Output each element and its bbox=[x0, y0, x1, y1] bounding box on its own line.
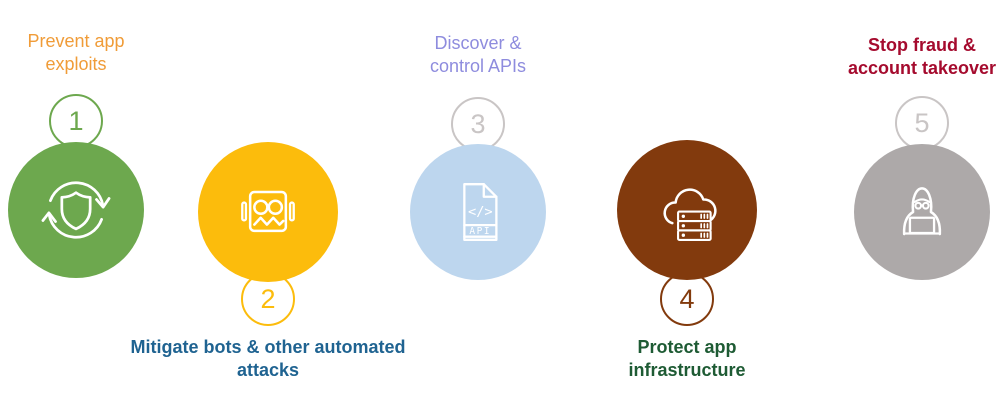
step-4-number: 4 bbox=[679, 283, 695, 314]
code-glyph-text: </> bbox=[468, 204, 493, 220]
step-1-circle bbox=[8, 142, 144, 278]
step-1-number: 1 bbox=[68, 105, 84, 136]
step-5-number: 5 bbox=[914, 107, 930, 138]
step-1-label: Prevent app exploits bbox=[27, 31, 125, 75]
step-3-circle: </> API bbox=[410, 144, 546, 280]
step-4-circle bbox=[617, 140, 757, 280]
api-file-icon: </> API bbox=[463, 183, 498, 241]
step-2-number: 2 bbox=[260, 283, 276, 314]
step-3-number: 3 bbox=[470, 108, 486, 139]
step-5-label: Stop fraud & account takeover bbox=[847, 35, 997, 79]
step-5-stop-fraud: Stop fraud & account takeover 5 bbox=[848, 0, 996, 420]
robot-icon bbox=[241, 190, 295, 233]
hacker-icon bbox=[902, 187, 942, 236]
step-2-label: Mitigate bots & other automated attacks bbox=[130, 337, 406, 381]
step-4-number-badge: 4 bbox=[660, 272, 714, 326]
step-5-circle bbox=[854, 144, 990, 280]
api-label-text: API bbox=[469, 226, 491, 237]
cloud-server-icon bbox=[663, 188, 717, 241]
step-4-label: Protect app infrastructure bbox=[628, 337, 746, 381]
step-3-label: Discover & control APIs bbox=[429, 33, 527, 77]
step-5-number-badge: 5 bbox=[895, 96, 949, 150]
step-4-protect-app-infrastructure: 4 Protect app infrastructure bbox=[617, 0, 757, 420]
shield-refresh-icon bbox=[41, 181, 111, 239]
step-3-number-badge: 3 bbox=[451, 97, 505, 151]
step-1-prevent-app-exploits: Prevent app exploits 1 bbox=[8, 0, 144, 420]
step-2-circle bbox=[198, 142, 338, 282]
step-1-number-badge: 1 bbox=[49, 94, 103, 148]
step-2-mitigate-bots: 2 Mitigate bots & other automated attack… bbox=[130, 0, 406, 420]
step-3-discover-control-apis: Discover & control APIs 3 </> API bbox=[410, 0, 546, 420]
